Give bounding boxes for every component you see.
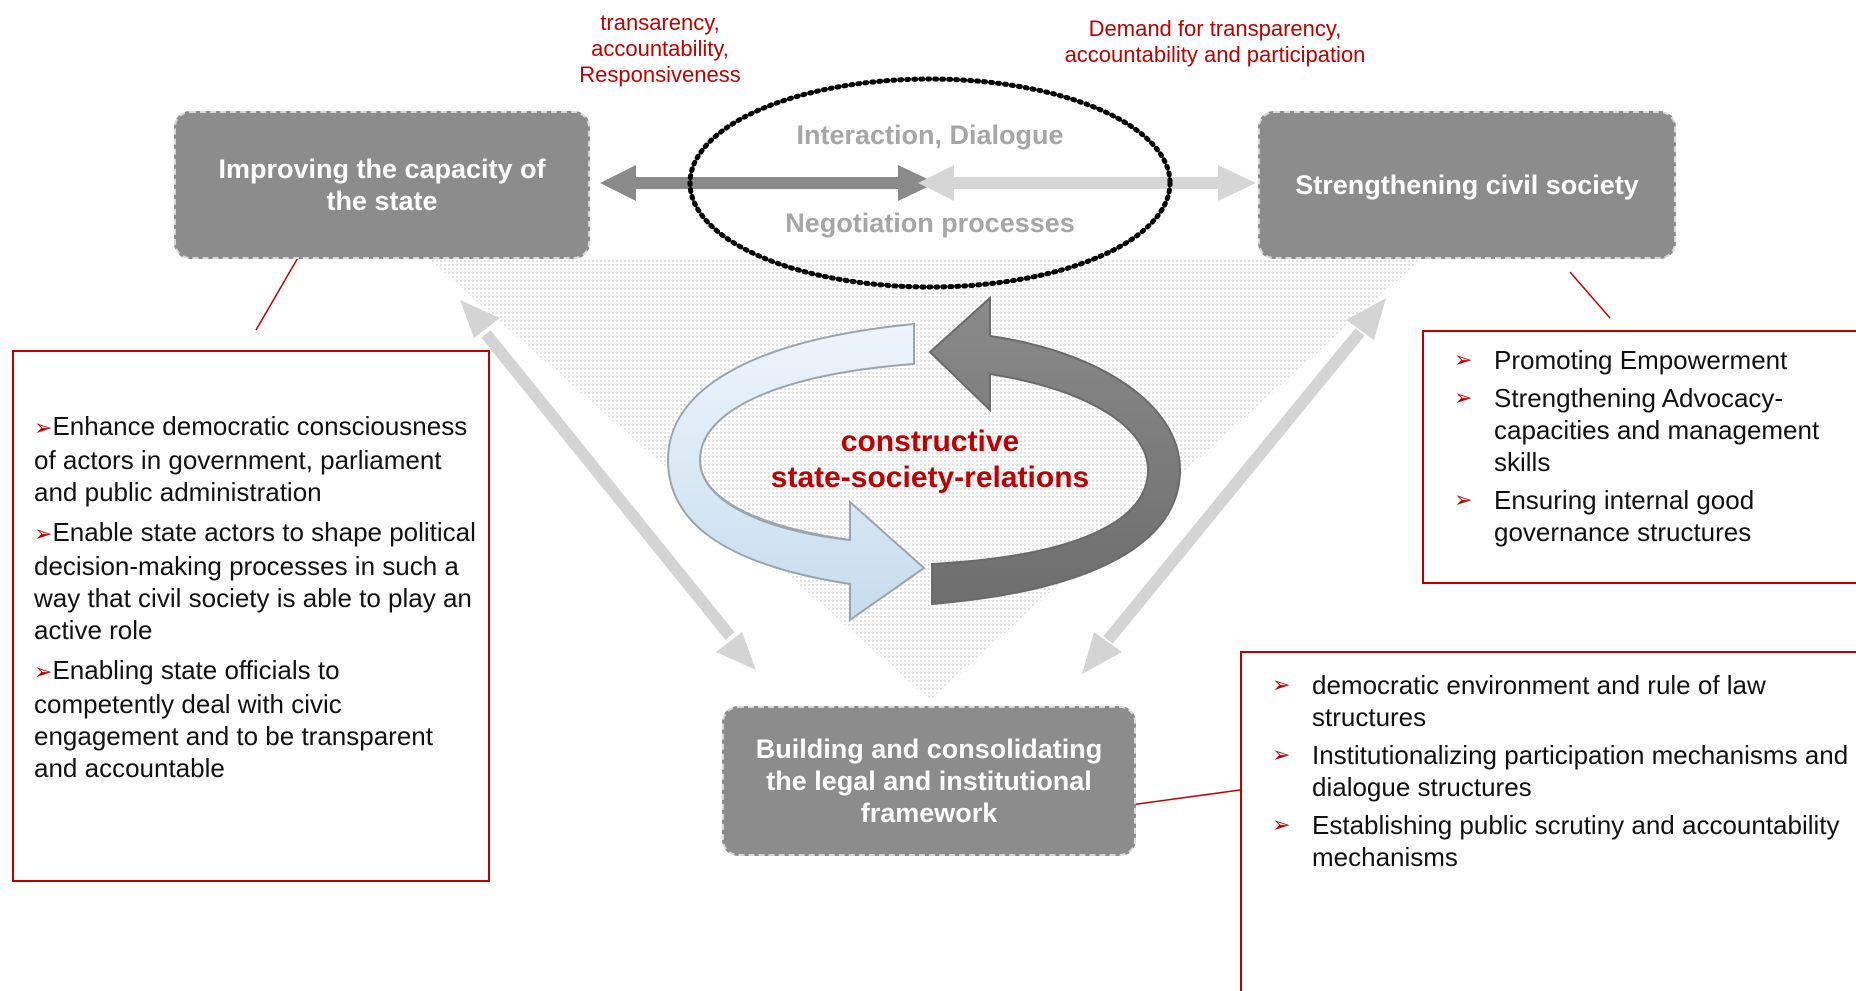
list-item: ➢Promoting Empowerment (1454, 345, 1788, 375)
connector-civil-panel (1569, 271, 1611, 319)
bullet-arrow-icon: ➢ (1272, 812, 1291, 837)
bullet-arrow-icon: ➢ (34, 659, 53, 684)
triangle-background (430, 260, 1420, 700)
list-item: ➢Institutionalizing participation mechan… (1272, 740, 1849, 802)
bullet-arrow-icon: ➢ (1272, 742, 1291, 767)
bullet-arrow-icon: ➢ (34, 415, 53, 440)
panel-legal-measures: ➢democratic environment and rule of law … (1240, 651, 1856, 991)
list-item: ➢Establishing public scrutiny and accoun… (1272, 810, 1840, 872)
label-demand-transparency: Demand for transparency, accountability … (1064, 16, 1366, 67)
bullet-arrow-icon: ➢ (1454, 487, 1473, 512)
arrow-state-to-legal (460, 300, 756, 670)
label-interaction-dialogue: Interaction, Dialogue (796, 120, 1064, 150)
list-item: ➢Strengthening Advocacy-capacities and m… (1454, 383, 1820, 477)
list-item: ➢Enable state actors to shape political … (34, 517, 476, 645)
list-item: ➢democratic environment and rule of law … (1272, 670, 1766, 732)
arrow-civil-to-state-light (918, 165, 1256, 201)
bullet-arrow-icon: ➢ (1454, 347, 1473, 372)
label-center-line2: state-society-relations (770, 461, 1090, 494)
cycle-arrow-icon (666, 295, 1182, 622)
bullet-arrow-icon: ➢ (1454, 385, 1473, 410)
box-state-capacity: Improving the capacity of the state (174, 111, 590, 259)
list-item: ➢Enhance democratic consciousness of act… (34, 411, 468, 507)
label-transparency-left: transarency, accountability, Responsiven… (579, 10, 741, 87)
bullet-arrow-icon: ➢ (34, 521, 53, 546)
arrow-state-to-civil-dark (600, 165, 936, 201)
label-constructive-relations: constructive state-society-relations (740, 424, 1120, 496)
label-center-line1: constructive (840, 425, 1020, 458)
box-legal-framework: Building and consolidating the legal and… (722, 706, 1136, 856)
arrow-civil-to-legal (1082, 298, 1386, 674)
dialogue-ellipse (687, 76, 1173, 290)
panel-civil-measures: ➢Promoting Empowerment ➢Strengthening Ad… (1422, 330, 1856, 584)
bullet-arrow-icon: ➢ (1272, 672, 1291, 697)
box-civil-society: Strengthening civil society (1258, 111, 1676, 259)
list-item: ➢Ensuring internal good governance struc… (1454, 485, 1755, 547)
label-negotiation-processes: Negotiation processes (785, 208, 1075, 238)
panel-state-measures: ➢Enhance democratic consciousness of act… (12, 350, 490, 882)
list-item: ➢Enabling state officials to competently… (34, 655, 433, 783)
